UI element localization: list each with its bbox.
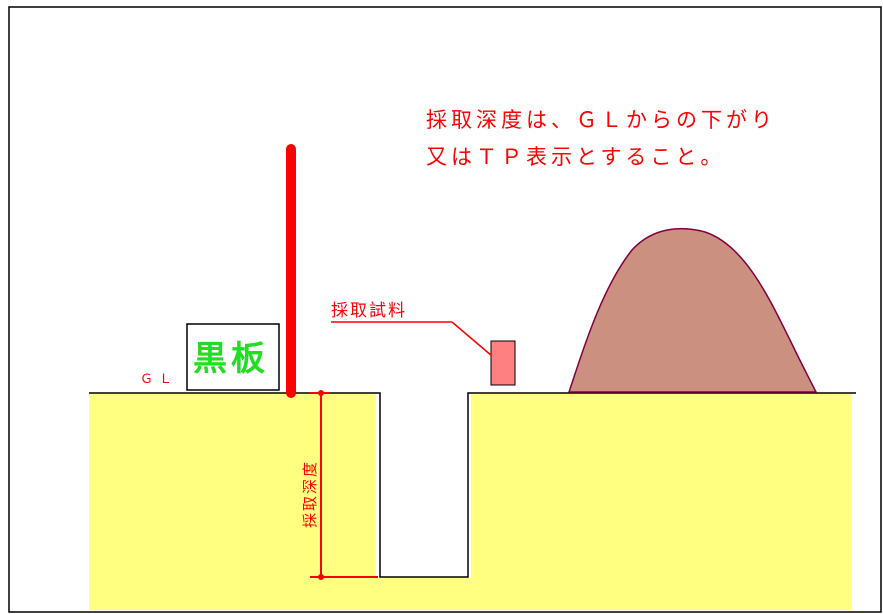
soil-right <box>471 393 852 578</box>
soil-left <box>89 393 376 578</box>
depth-label: 採取深度 <box>301 460 319 528</box>
frame-border <box>8 6 882 613</box>
ground-line-pit <box>89 392 856 578</box>
blackboard <box>186 323 280 391</box>
sample-label: 採取試料 <box>331 301 407 321</box>
soil-pit-bottom <box>89 578 852 610</box>
sample-box <box>490 340 516 386</box>
note-line-2: 又はＴＰ表示とすること。 <box>426 145 725 169</box>
note-line-1: 採取深度は、ＧＬからの下がり <box>426 108 776 132</box>
depth-bottom-dot <box>318 574 324 580</box>
pit-gap-left <box>376 396 381 578</box>
depth-top-dot <box>318 390 324 396</box>
sample-leader-line <box>451 321 493 357</box>
gl-label: ＧＬ <box>140 372 178 387</box>
blackboard-label: 黒板 <box>193 339 269 379</box>
soil-mound <box>567 227 818 393</box>
